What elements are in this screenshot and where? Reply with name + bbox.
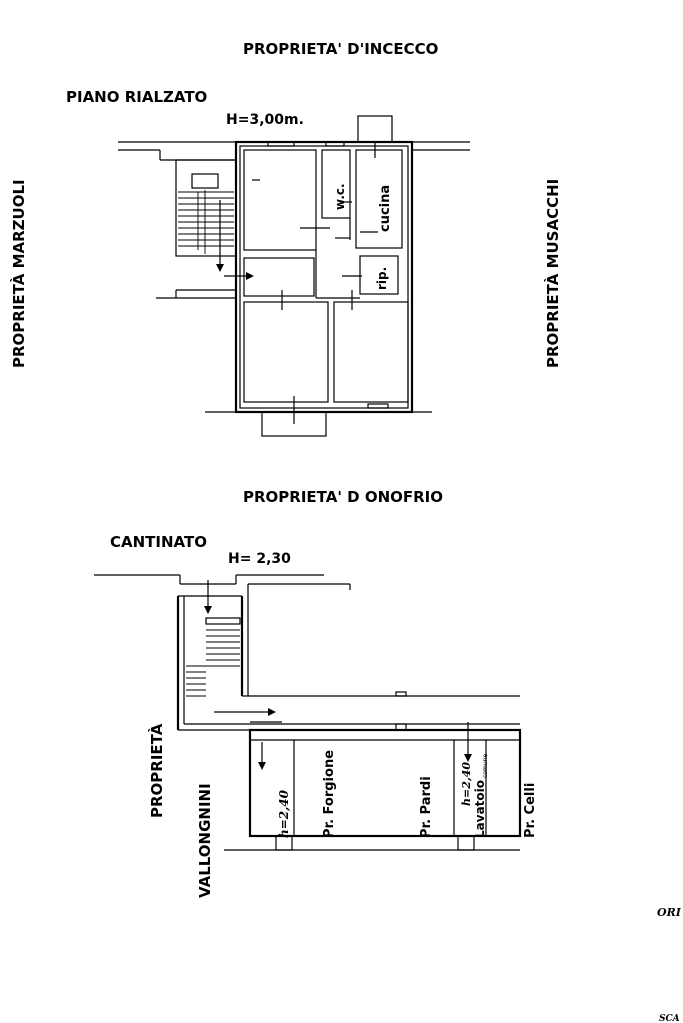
owner-lavatoio: Lavatoio xyxy=(473,780,487,838)
corner-text-1: ORI xyxy=(657,906,682,919)
property-south-label: PROPRIETA' D ONOFRIO xyxy=(243,488,443,506)
room-storage-label: rip. xyxy=(375,267,389,290)
raised-floor-plan: w.c. cucina rip. xyxy=(118,115,470,437)
cellar-plan: h=2,40 Pr. Forgione Pr. Pardi h=2,40 Lav… xyxy=(94,574,538,851)
property-north-label: PROPRIETA' D'INCECCO xyxy=(243,40,438,58)
property-west-label: PROPRIETÀ MARZUOLI xyxy=(9,179,28,368)
owner-celli: Pr. Celli xyxy=(523,783,538,838)
owner-lavatoio-sub: comune xyxy=(482,754,489,778)
height-raised: H=3,00m. xyxy=(226,112,304,128)
property-west-cellar-b: VALLONGNINI xyxy=(196,783,214,898)
room-kitchen-label: cucina xyxy=(378,185,393,232)
room-wc-label: w.c. xyxy=(333,183,347,210)
cellar-height-1: h=2,40 xyxy=(277,789,291,838)
owner-forgione: Pr. Forgione xyxy=(322,750,337,838)
height-cellar: H= 2,30 xyxy=(228,551,291,567)
floor-title-raised: PIANO RIALZATO xyxy=(66,88,207,106)
floor-title-cellar: CANTINATO xyxy=(110,533,207,551)
property-east-label: PROPRIETÀ MUSACCHI xyxy=(543,179,562,368)
property-west-cellar-a: PROPRIETÀ xyxy=(147,723,166,818)
cellar-height-2: h=2,40 xyxy=(460,762,473,806)
corner-text-2: SCA xyxy=(659,1014,680,1023)
owner-pardi: Pr. Pardi xyxy=(419,776,434,838)
